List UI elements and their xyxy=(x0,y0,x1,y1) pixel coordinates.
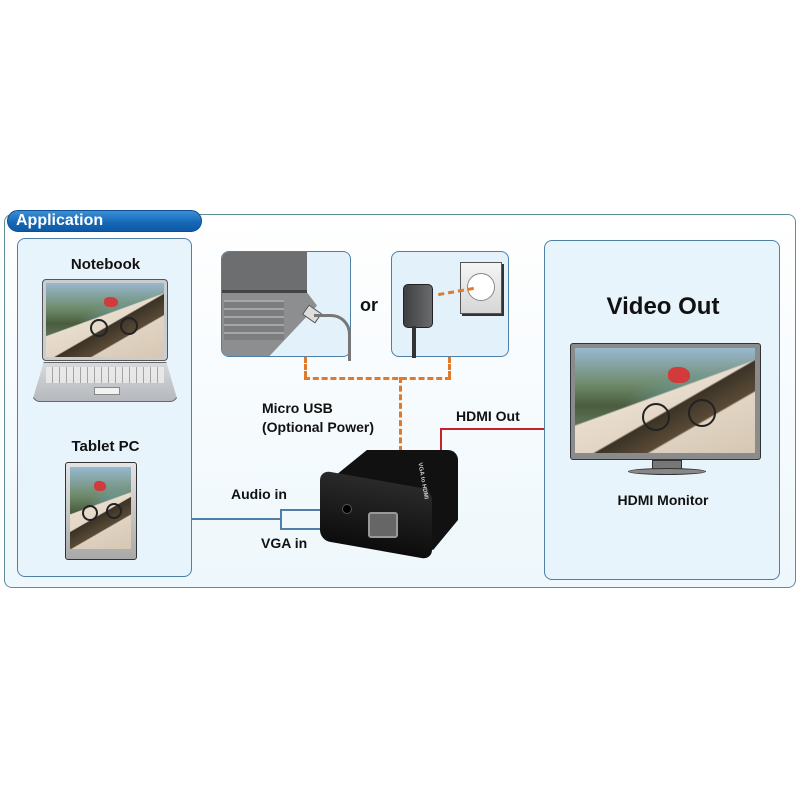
wall-power-panel xyxy=(391,251,509,358)
notebook-icon xyxy=(32,279,178,405)
split-vertical xyxy=(280,509,282,529)
notebook-label: Notebook xyxy=(70,256,141,273)
hdmi-out-label: HDMI Out xyxy=(456,408,520,424)
source-line xyxy=(192,518,282,520)
sources-panel: Notebook Tablet PC xyxy=(17,238,192,577)
power-join xyxy=(304,377,451,380)
hdmi-line-vertical xyxy=(440,428,442,468)
vga-port xyxy=(368,512,398,538)
application-tab: Application xyxy=(7,210,202,232)
audio-line xyxy=(280,509,342,511)
adapter-cable xyxy=(412,326,416,358)
usb-power-panel xyxy=(221,251,351,361)
vga-to-hdmi-converter: VGA to HDMI xyxy=(320,450,458,560)
wall-outlet-icon xyxy=(460,262,502,314)
wall-power-drop xyxy=(448,357,451,377)
vga-in-label: VGA in xyxy=(261,535,308,551)
hdmi-line-horizontal xyxy=(440,428,544,430)
audio-jack-port xyxy=(342,504,352,514)
tablet-icon xyxy=(65,462,137,560)
audio-in-label: Audio in xyxy=(231,486,287,502)
adapter-icon xyxy=(403,284,433,328)
or-label: or xyxy=(360,295,378,315)
hdmi-monitor-label: HDMI Monitor xyxy=(617,492,709,508)
laptop-usb-icon xyxy=(222,252,317,356)
video-out-panel: Video Out HDMI Monitor xyxy=(544,240,780,580)
usb-power-drop xyxy=(304,357,307,377)
tablet-label: Tablet PC xyxy=(71,438,140,455)
optional-power-label: (Optional Power) xyxy=(262,419,374,435)
usb-cable xyxy=(314,314,351,361)
video-out-title: Video Out xyxy=(606,293,720,320)
micro-usb-label: Micro USB xyxy=(262,400,333,416)
power-to-device xyxy=(399,377,402,452)
monitor-icon xyxy=(570,343,761,475)
